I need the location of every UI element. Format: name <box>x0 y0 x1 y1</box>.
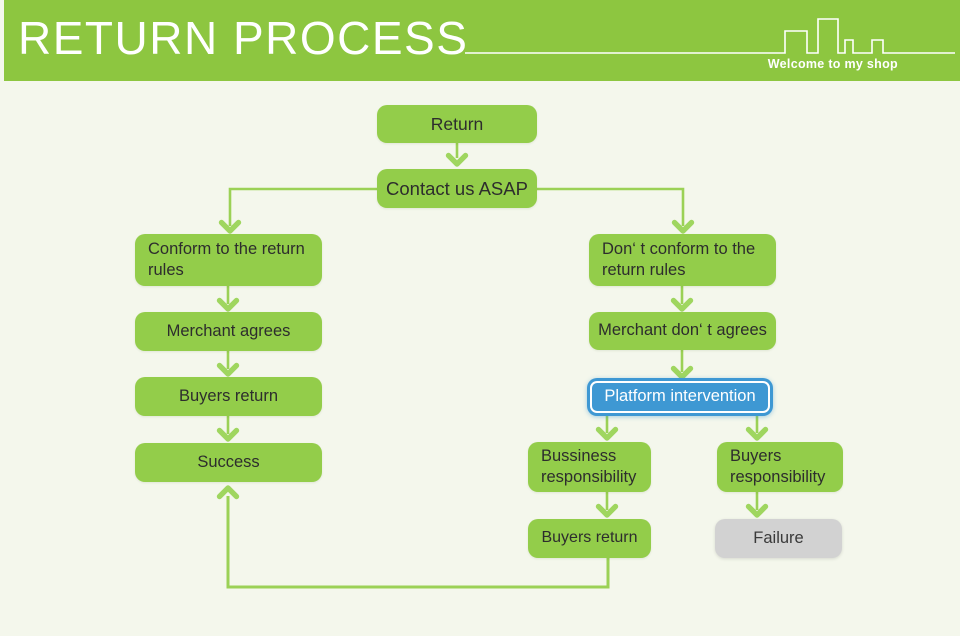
node-merchant-agrees: Merchant agrees <box>135 312 322 351</box>
connector-lines <box>226 143 759 589</box>
node-merchant-dont-agrees: Merchant don‘ t agrees <box>589 312 776 350</box>
node-return: Return <box>377 105 537 143</box>
node-label: Buyers responsibility <box>730 446 826 486</box>
node-label: Don‘ t conform to the return rules <box>602 239 756 279</box>
node-label: Contact us ASAP <box>386 177 528 199</box>
node-label: Failure <box>753 528 804 547</box>
platform-inner-frame: Platform intervention <box>590 381 770 413</box>
node-label: Buyers return <box>541 529 638 547</box>
node-business-responsibility: Bussiness responsibility <box>528 442 651 492</box>
node-success: Success <box>135 443 322 482</box>
node-dont-conform-to-rules: Don‘ t conform to the return rules <box>589 234 776 286</box>
node-platform-intervention: Platform intervention <box>587 378 773 416</box>
node-label: Buyers return <box>178 386 279 405</box>
node-buyers-responsibility: Buyers responsibility <box>717 442 843 492</box>
node-buyers-return-left: Buyers return <box>135 377 322 416</box>
header-tagline: Welcome to my shop <box>767 57 898 71</box>
node-label: Bussiness responsibility <box>541 446 637 486</box>
header: RETURN PROCESS Welcome to my shop <box>4 0 960 81</box>
node-contact-us-asap: Contact us ASAP <box>377 169 537 208</box>
arrowheads <box>216 152 769 518</box>
node-buyers-return-right: Buyers return <box>528 519 651 558</box>
node-label: Return <box>430 113 484 134</box>
loop-back-line <box>226 496 610 589</box>
city-skyline-icon <box>465 18 955 54</box>
node-label: Success <box>197 452 260 471</box>
node-label: Platform intervention <box>604 387 756 406</box>
node-conform-to-rules: Conform to the return rules <box>135 234 322 286</box>
node-failure: Failure <box>715 519 842 558</box>
page-title: RETURN PROCESS <box>18 12 469 64</box>
node-label: Merchant don‘ t agrees <box>598 321 767 340</box>
loop-up-arrowhead <box>216 485 240 500</box>
node-label: Merchant agrees <box>166 321 291 340</box>
node-label: Conform to the return rules <box>148 239 305 279</box>
